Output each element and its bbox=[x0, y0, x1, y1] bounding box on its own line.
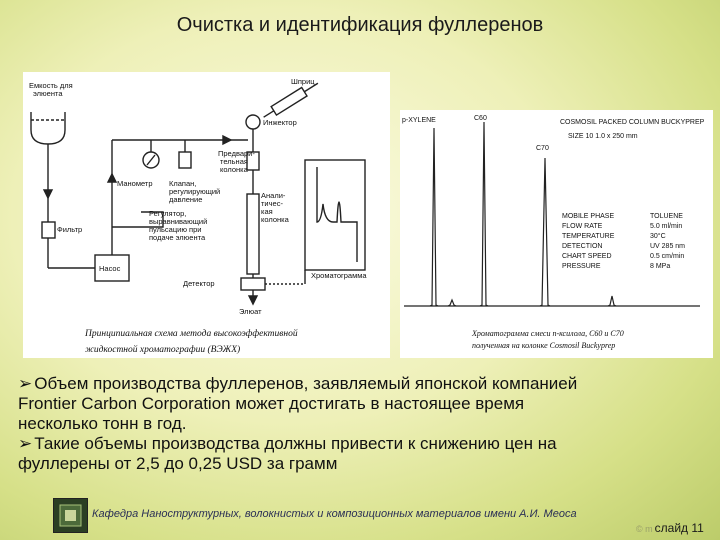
chromatogram-header-2: SIZE 10 1.0 x 250 mm bbox=[568, 133, 638, 140]
condition-value-4: 0.5 cm/min bbox=[650, 253, 684, 260]
label-injector: Инжектор bbox=[263, 118, 297, 127]
condition-value-0: TOLUENE bbox=[650, 213, 683, 220]
manometer-dial bbox=[142, 151, 160, 169]
bullet-2-line-1: ➢Такие объемы производства должны привес… bbox=[18, 434, 557, 453]
condition-value-1: 5.0 ml/min bbox=[650, 223, 682, 230]
condition-key-0: MOBILE PHASE bbox=[562, 213, 614, 220]
label-precolumn-2: тельная bbox=[220, 157, 248, 166]
label-column-4: колонка bbox=[261, 215, 290, 224]
slide-number-text: слайд 11 bbox=[654, 521, 704, 535]
detector-box bbox=[240, 277, 266, 291]
condition-value-3: UV 285 nm bbox=[650, 243, 685, 250]
bullet-1-line-2: Frontier Carbon Corporation может достиг… bbox=[18, 394, 525, 413]
label-valve-2: регулирующий bbox=[169, 187, 220, 196]
peak-c70 bbox=[539, 157, 551, 307]
hplc-schematic: Емкость для элюента Шприц Инжектор Предв… bbox=[23, 72, 390, 358]
peak-small-2 bbox=[607, 295, 617, 307]
injector-circle bbox=[245, 114, 261, 130]
label-syringe: Шприц bbox=[291, 77, 315, 86]
label-column-1: Анали- bbox=[261, 191, 286, 200]
label-regulator-3: пульсацию при bbox=[149, 225, 201, 234]
reservoir-vessel bbox=[30, 112, 66, 145]
copyright-mark: © m bbox=[636, 524, 653, 534]
label-regulator-4: подаче элюента bbox=[149, 233, 206, 242]
bullet-2-line-2: фуллерены от 2,5 до 0,25 USD за грамм bbox=[18, 454, 338, 473]
bullet-list: ➢Объем производства фуллеренов, заявляем… bbox=[18, 374, 698, 474]
column-box bbox=[246, 193, 260, 275]
syringe-barrel bbox=[270, 86, 308, 117]
label-regulator-1: Регулятор, bbox=[149, 209, 186, 218]
condition-value-2: 30°C bbox=[650, 232, 666, 240]
chromatogram-caption-2: полученная на колонке Cosmosil Buckyprep bbox=[472, 341, 615, 350]
condition-key-4: CHART SPEED bbox=[562, 253, 612, 260]
peak-label-c70: C70 bbox=[536, 145, 549, 152]
condition-key-2: TEMPERATURE bbox=[562, 233, 615, 240]
label-filter: Фильтр bbox=[57, 225, 82, 234]
valve-box bbox=[178, 151, 192, 169]
peak-label-c60: C60 bbox=[474, 115, 487, 122]
label-pump: Насос bbox=[99, 264, 121, 273]
condition-value-5: 8 MPa bbox=[650, 263, 670, 270]
bullet-arrow-icon: ➢ bbox=[18, 374, 33, 393]
label-manometer: Манометр bbox=[117, 179, 153, 188]
filter-box bbox=[41, 221, 56, 239]
label-chromatogram: Хроматограмма bbox=[311, 271, 367, 280]
label-valve-3: давление bbox=[169, 195, 202, 204]
chromatogram-box bbox=[304, 159, 366, 271]
label-reservoir-1: Емкость для bbox=[29, 81, 73, 90]
condition-key-3: DETECTION bbox=[562, 243, 602, 250]
schematic-caption-1: Принципиальная схема метода высокоэффект… bbox=[84, 328, 298, 339]
peak-small-1 bbox=[447, 298, 457, 307]
label-column-3: кая bbox=[261, 207, 273, 216]
slide-title: Очистка и идентификация фуллеренов bbox=[176, 14, 544, 36]
schematic-caption-2: жидкостной хроматографии (ВЭЖХ) bbox=[85, 344, 240, 355]
label-regulator-2: выравнивающий bbox=[149, 217, 207, 226]
condition-key-1: FLOW RATE bbox=[562, 223, 603, 230]
peak-c60 bbox=[479, 121, 489, 307]
label-column-2: тичес- bbox=[261, 199, 283, 208]
peak-label-p-xylene: p-XYLENE bbox=[402, 117, 436, 124]
label-eluate: Элюат bbox=[239, 307, 262, 316]
label-valve-1: Клапан, bbox=[169, 179, 196, 188]
peak-p-xylene bbox=[429, 127, 439, 307]
department-logo-icon bbox=[53, 498, 88, 533]
bullet-1-line-3: несколько тонн в год. bbox=[18, 414, 187, 433]
label-precolumn-1: Предвари- bbox=[218, 149, 255, 158]
condition-key-5: PRESSURE bbox=[562, 263, 601, 270]
chromatogram-panel: p-XYLENE C60 C70 COSMOSIL PACKED COLUMN … bbox=[400, 110, 713, 358]
bullet-arrow-icon: ➢ bbox=[18, 434, 33, 453]
footer-department: Кафедра Наноструктурных, волокнистых и к… bbox=[92, 508, 577, 520]
chromatogram-header-1: COSMOSIL PACKED COLUMN BUCKYPREP bbox=[560, 119, 705, 126]
chromatogram-figure: p-XYLENE C60 C70 COSMOSIL PACKED COLUMN … bbox=[402, 115, 705, 350]
chromatogram-caption-1: Хроматограмма смеси п-ксилола, C60 и C70 bbox=[471, 329, 624, 338]
label-detector: Детектор bbox=[183, 279, 215, 288]
label-precolumn-3: колонка bbox=[220, 165, 249, 174]
hplc-diagram: Емкость для элюента Шприц Инжектор Предв… bbox=[29, 77, 367, 355]
label-reservoir-2: элюента bbox=[33, 89, 63, 98]
bullet-1-line-1: ➢Объем производства фуллеренов, заявляем… bbox=[18, 374, 578, 393]
